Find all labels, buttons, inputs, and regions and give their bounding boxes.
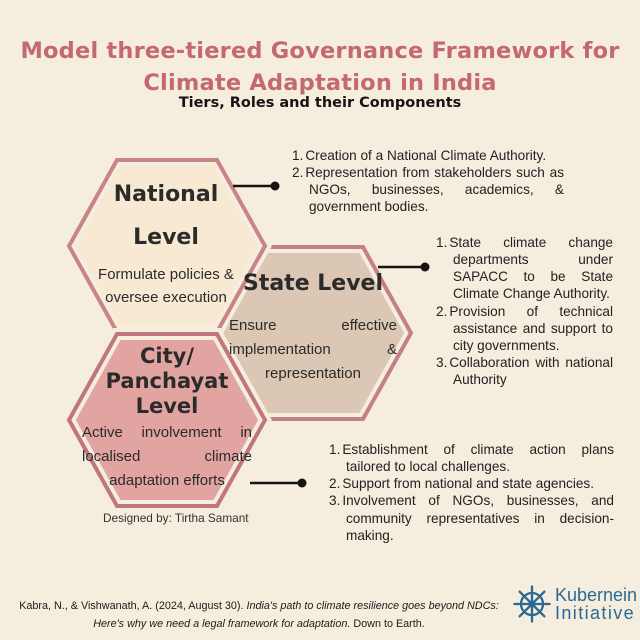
ship-wheel-icon [513,585,551,623]
national-points-list: Creation of a National Climate Authority… [292,147,564,216]
state-connector-line [378,262,430,272]
citation-suffix: Down to Earth. [350,618,425,631]
city-hexagon [62,328,272,512]
list-item: Support from national and state agencies… [342,476,594,492]
citation-italic-title: India's path to climate resilience goes … [93,600,499,631]
designer-credit: Designed by: Tirtha Samant [103,511,249,525]
list-item: Provision of technical assistance and su… [449,303,613,353]
city-panchayat-level-description: Active involvement in localised climate … [82,424,252,489]
citation-prefix: Kabra, N., & Vishwanath, A. (2024, Augus… [19,600,247,612]
logo-text-line2: Initiative [555,603,636,623]
list-item: Involvement of NGOs, businesses, and com… [342,493,614,543]
page-title-line2: Climate Adaptation in India [143,69,497,96]
city-points-list: Establishment of climate action plans ta… [329,441,614,544]
list-item: State climate change departments under S… [449,235,613,302]
citation-text: Kabra, N., & Vishwanath, A. (2024, Augus… [8,597,510,634]
page-title-line1: Model three-tiered Governance Framework … [20,38,620,64]
list-item: Creation of a National Climate Authority… [305,148,547,163]
logo-text-line1: Kubernein [555,584,638,605]
state-points-list: State climate change departments under S… [436,234,613,388]
national-level-title: National Level [113,182,219,250]
kubernein-initiative-logo: Kubernein Initiative [512,584,637,624]
state-level-title: State Level [242,271,384,296]
list-item: Establishment of climate action plans ta… [342,442,614,475]
city-panchayat-level-title: City/ Panchayat Level [105,344,229,419]
list-item: Collaboration with national Authority [449,354,613,387]
city-connector-line [250,478,307,488]
national-level-description: Formulate policies & oversee execution [98,266,234,307]
list-item: Representation from stakeholders such as… [305,165,564,215]
page-title: Model three-tiered Governance Framework … [0,36,640,100]
state-level-description: Ensure effective implementation & repres… [229,317,397,382]
national-connector-line [233,181,280,191]
page-subtitle: Tiers, Roles and their Components [178,95,462,111]
